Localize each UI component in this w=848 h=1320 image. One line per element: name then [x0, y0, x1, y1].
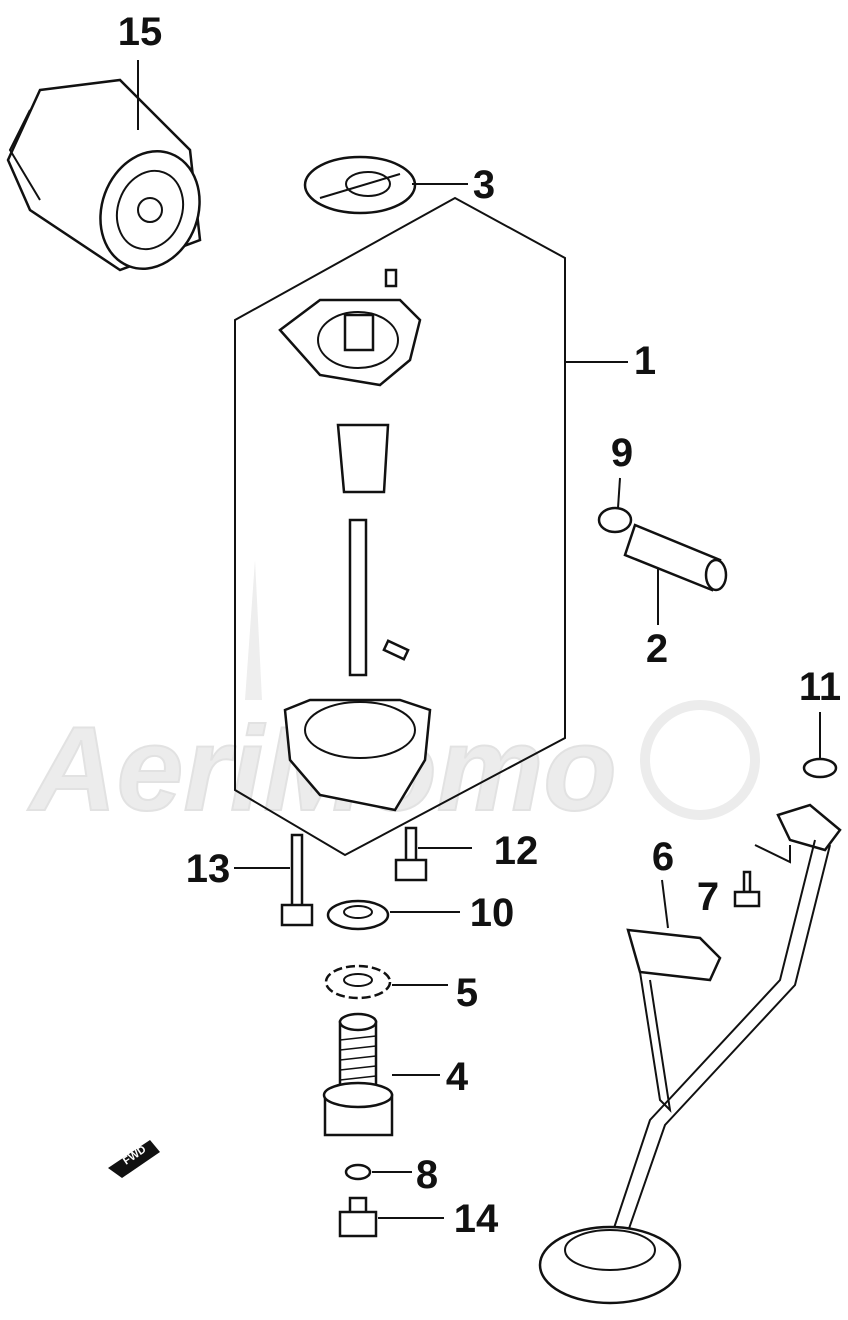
oil-strainer-pipe — [538, 803, 842, 1305]
callout-15: 15 — [118, 10, 163, 54]
oil-pump-assembly — [278, 268, 432, 812]
callout-9: 9 — [611, 431, 633, 475]
leader-9 — [617, 477, 621, 509]
assembly-frame — [234, 196, 566, 857]
callout-3: 3 — [473, 163, 495, 207]
callout-7: 7 — [697, 875, 719, 919]
o-ring — [802, 757, 838, 779]
callout-14: 14 — [454, 1197, 499, 1241]
washer — [326, 899, 390, 931]
callout-2: 2 — [646, 627, 668, 671]
union-fitting — [623, 523, 728, 592]
o-ring-small — [597, 506, 633, 534]
long-bolt — [280, 833, 314, 927]
gasket-small — [344, 1163, 372, 1181]
callout-4: 4 — [446, 1055, 469, 1099]
flange-bolt — [394, 826, 428, 882]
gasket — [303, 155, 417, 215]
callout-5: 5 — [456, 971, 478, 1015]
leader-6 — [661, 879, 669, 929]
callout-8: 8 — [416, 1153, 438, 1197]
callout-11: 11 — [799, 665, 841, 709]
oil-filter — [6, 78, 202, 272]
bolt-small — [733, 870, 761, 908]
forward-arrow-icon: FWD — [108, 1140, 160, 1178]
lock-washer — [324, 964, 392, 1000]
callout-6: 6 — [652, 835, 674, 879]
callout-10: 10 — [470, 891, 515, 935]
callout-13: 13 — [186, 847, 231, 891]
callout-1: 1 — [634, 339, 656, 383]
drain-plug-bolt — [322, 1012, 394, 1137]
bracket — [626, 928, 722, 1113]
leader-7-bolt-line — [754, 844, 791, 864]
callout-12: 12 — [494, 829, 539, 873]
drain-bolt — [338, 1196, 378, 1238]
